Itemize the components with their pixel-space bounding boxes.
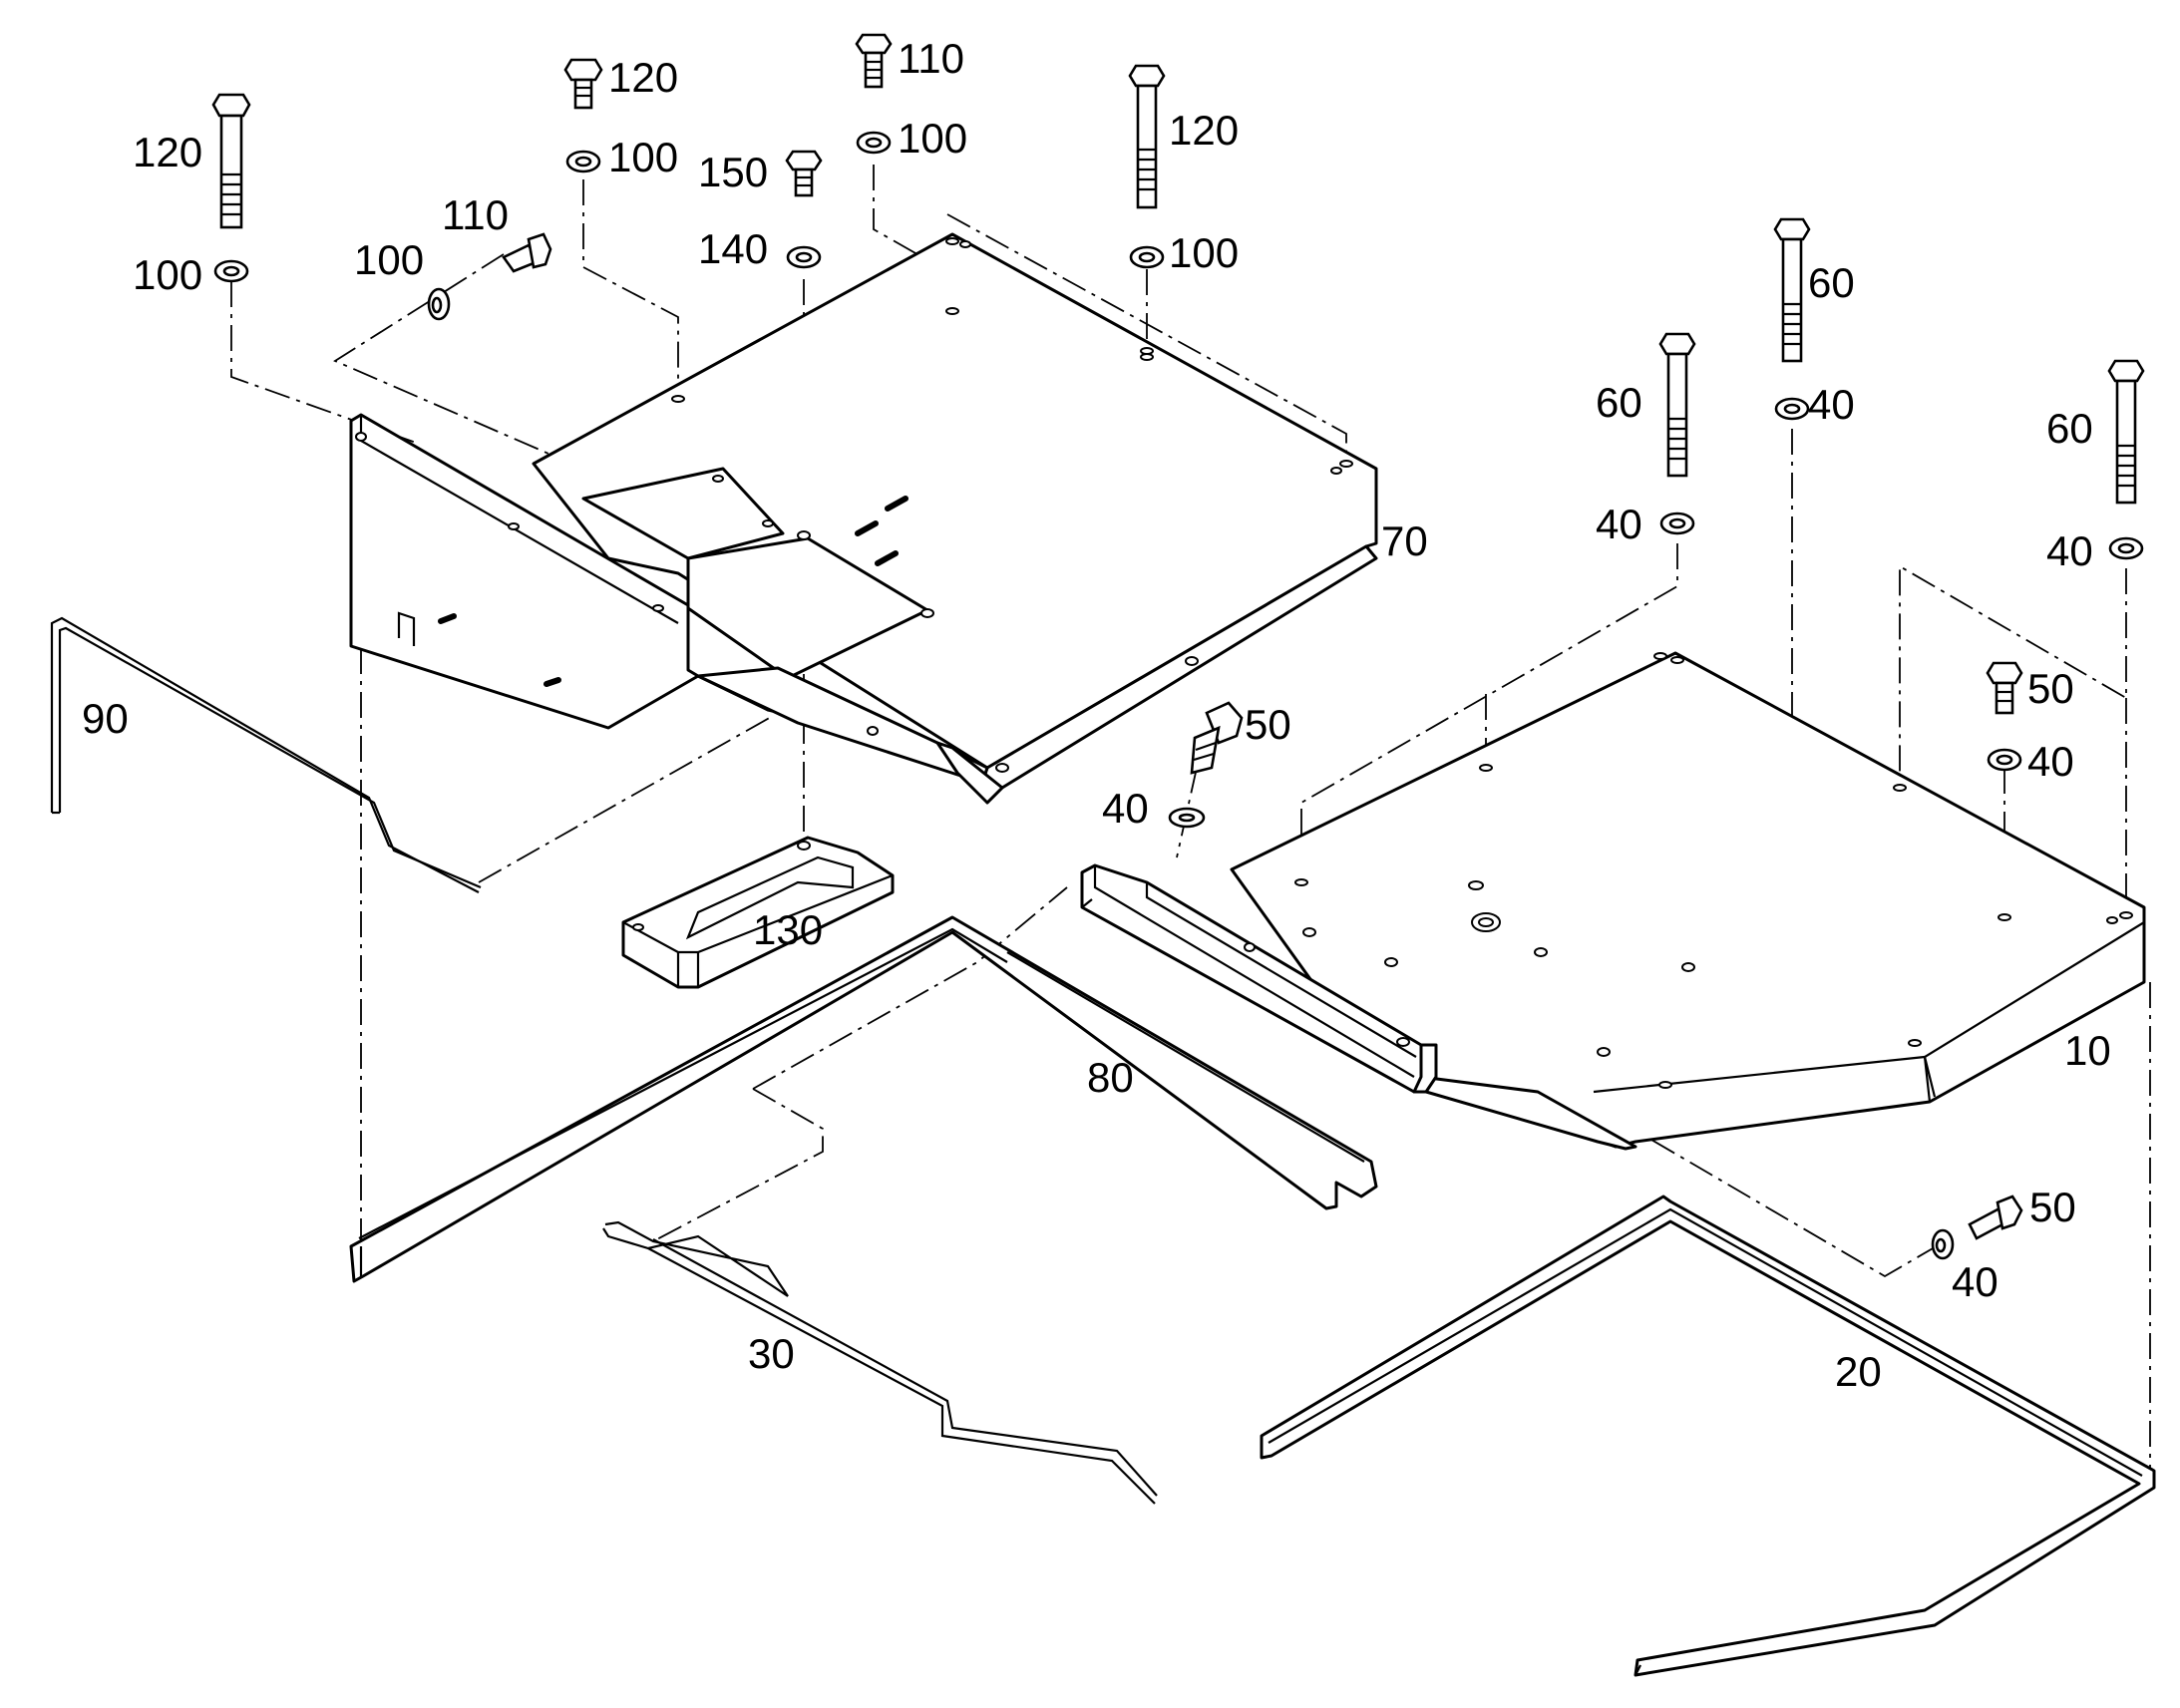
bolt-120-left bbox=[211, 93, 251, 229]
part-130-spacer-block bbox=[621, 836, 895, 989]
callout-90: 90 bbox=[82, 695, 129, 742]
callout-120-left: 120 bbox=[133, 129, 202, 175]
fasteners bbox=[211, 33, 2145, 1260]
bolt-120-top bbox=[563, 58, 603, 110]
bolt-150 bbox=[785, 150, 823, 197]
bolt-60-left bbox=[1658, 332, 1696, 478]
callout-110-side: 110 bbox=[442, 191, 509, 238]
bolt-110-top bbox=[855, 33, 893, 89]
callout-100-side: 100 bbox=[354, 236, 424, 283]
bolt-110-side bbox=[502, 232, 552, 273]
callout-20: 20 bbox=[1835, 1348, 1882, 1395]
bolt-60-center bbox=[1773, 217, 1811, 363]
part-30-rod bbox=[602, 1220, 1158, 1505]
part-10-base-plate bbox=[1080, 651, 2146, 1151]
washer-140 bbox=[786, 245, 822, 269]
washer-100-top bbox=[565, 150, 601, 173]
washer-40-bottom-right bbox=[1931, 1228, 1955, 1260]
callout-60-left: 60 bbox=[1596, 379, 1642, 426]
washer-40-right bbox=[2108, 536, 2144, 560]
callout-10: 10 bbox=[2064, 1027, 2111, 1074]
callout-30: 30 bbox=[748, 1330, 795, 1377]
bolt-50-center bbox=[1190, 701, 1244, 775]
callout-80: 80 bbox=[1087, 1054, 1134, 1101]
callout-40-bottom-right: 40 bbox=[1952, 1258, 1998, 1305]
callout-110-top: 110 bbox=[898, 35, 964, 82]
callout-labels: 120 100 110 100 120 100 150 140 110 100 … bbox=[82, 35, 2111, 1395]
callout-60-right: 60 bbox=[2046, 405, 2093, 452]
callout-50-right: 50 bbox=[2027, 665, 2074, 712]
bolt-60-right bbox=[2107, 359, 2145, 505]
washer-100-right bbox=[1129, 245, 1165, 269]
bolt-120-right bbox=[1128, 64, 1166, 209]
callout-130: 130 bbox=[753, 906, 823, 953]
callout-40-right: 40 bbox=[2046, 527, 2093, 574]
callout-50-center: 50 bbox=[1245, 701, 1291, 748]
callout-140: 140 bbox=[698, 225, 768, 272]
callout-50-bottom-right: 50 bbox=[2029, 1184, 2076, 1230]
washer-100-top-center bbox=[856, 131, 892, 155]
washer-40-left bbox=[1659, 512, 1695, 535]
callout-100-right: 100 bbox=[1169, 229, 1239, 276]
callout-100-top: 100 bbox=[608, 134, 678, 180]
callout-40-left: 40 bbox=[1596, 501, 1642, 547]
bolt-50-bottom-right bbox=[1968, 1195, 2023, 1240]
callout-70: 70 bbox=[1381, 517, 1428, 564]
washer-40-center bbox=[1168, 807, 1206, 829]
washer-40-center-top bbox=[1774, 397, 1810, 421]
callout-60-center: 60 bbox=[1808, 259, 1855, 306]
washer-100-side bbox=[427, 287, 451, 321]
callout-40-center-top: 40 bbox=[1808, 381, 1855, 428]
bolt-50-right bbox=[1986, 661, 2023, 715]
callout-120-right: 120 bbox=[1169, 107, 1239, 154]
callout-150: 150 bbox=[698, 149, 768, 195]
part-70-support-plate bbox=[349, 232, 1378, 805]
callout-100-top-center: 100 bbox=[898, 115, 967, 162]
washer-40-right-middle bbox=[1987, 748, 2022, 772]
callout-120-top: 120 bbox=[608, 54, 678, 101]
washer-100-left bbox=[213, 259, 249, 283]
part-90-rod bbox=[50, 616, 482, 893]
callout-100-left: 100 bbox=[133, 251, 202, 298]
part-80-angle-frame bbox=[349, 915, 1378, 1283]
part-20-angle-frame bbox=[1260, 1195, 2156, 1677]
callout-40-right-middle: 40 bbox=[2027, 738, 2074, 785]
callout-40-center: 40 bbox=[1102, 785, 1149, 832]
